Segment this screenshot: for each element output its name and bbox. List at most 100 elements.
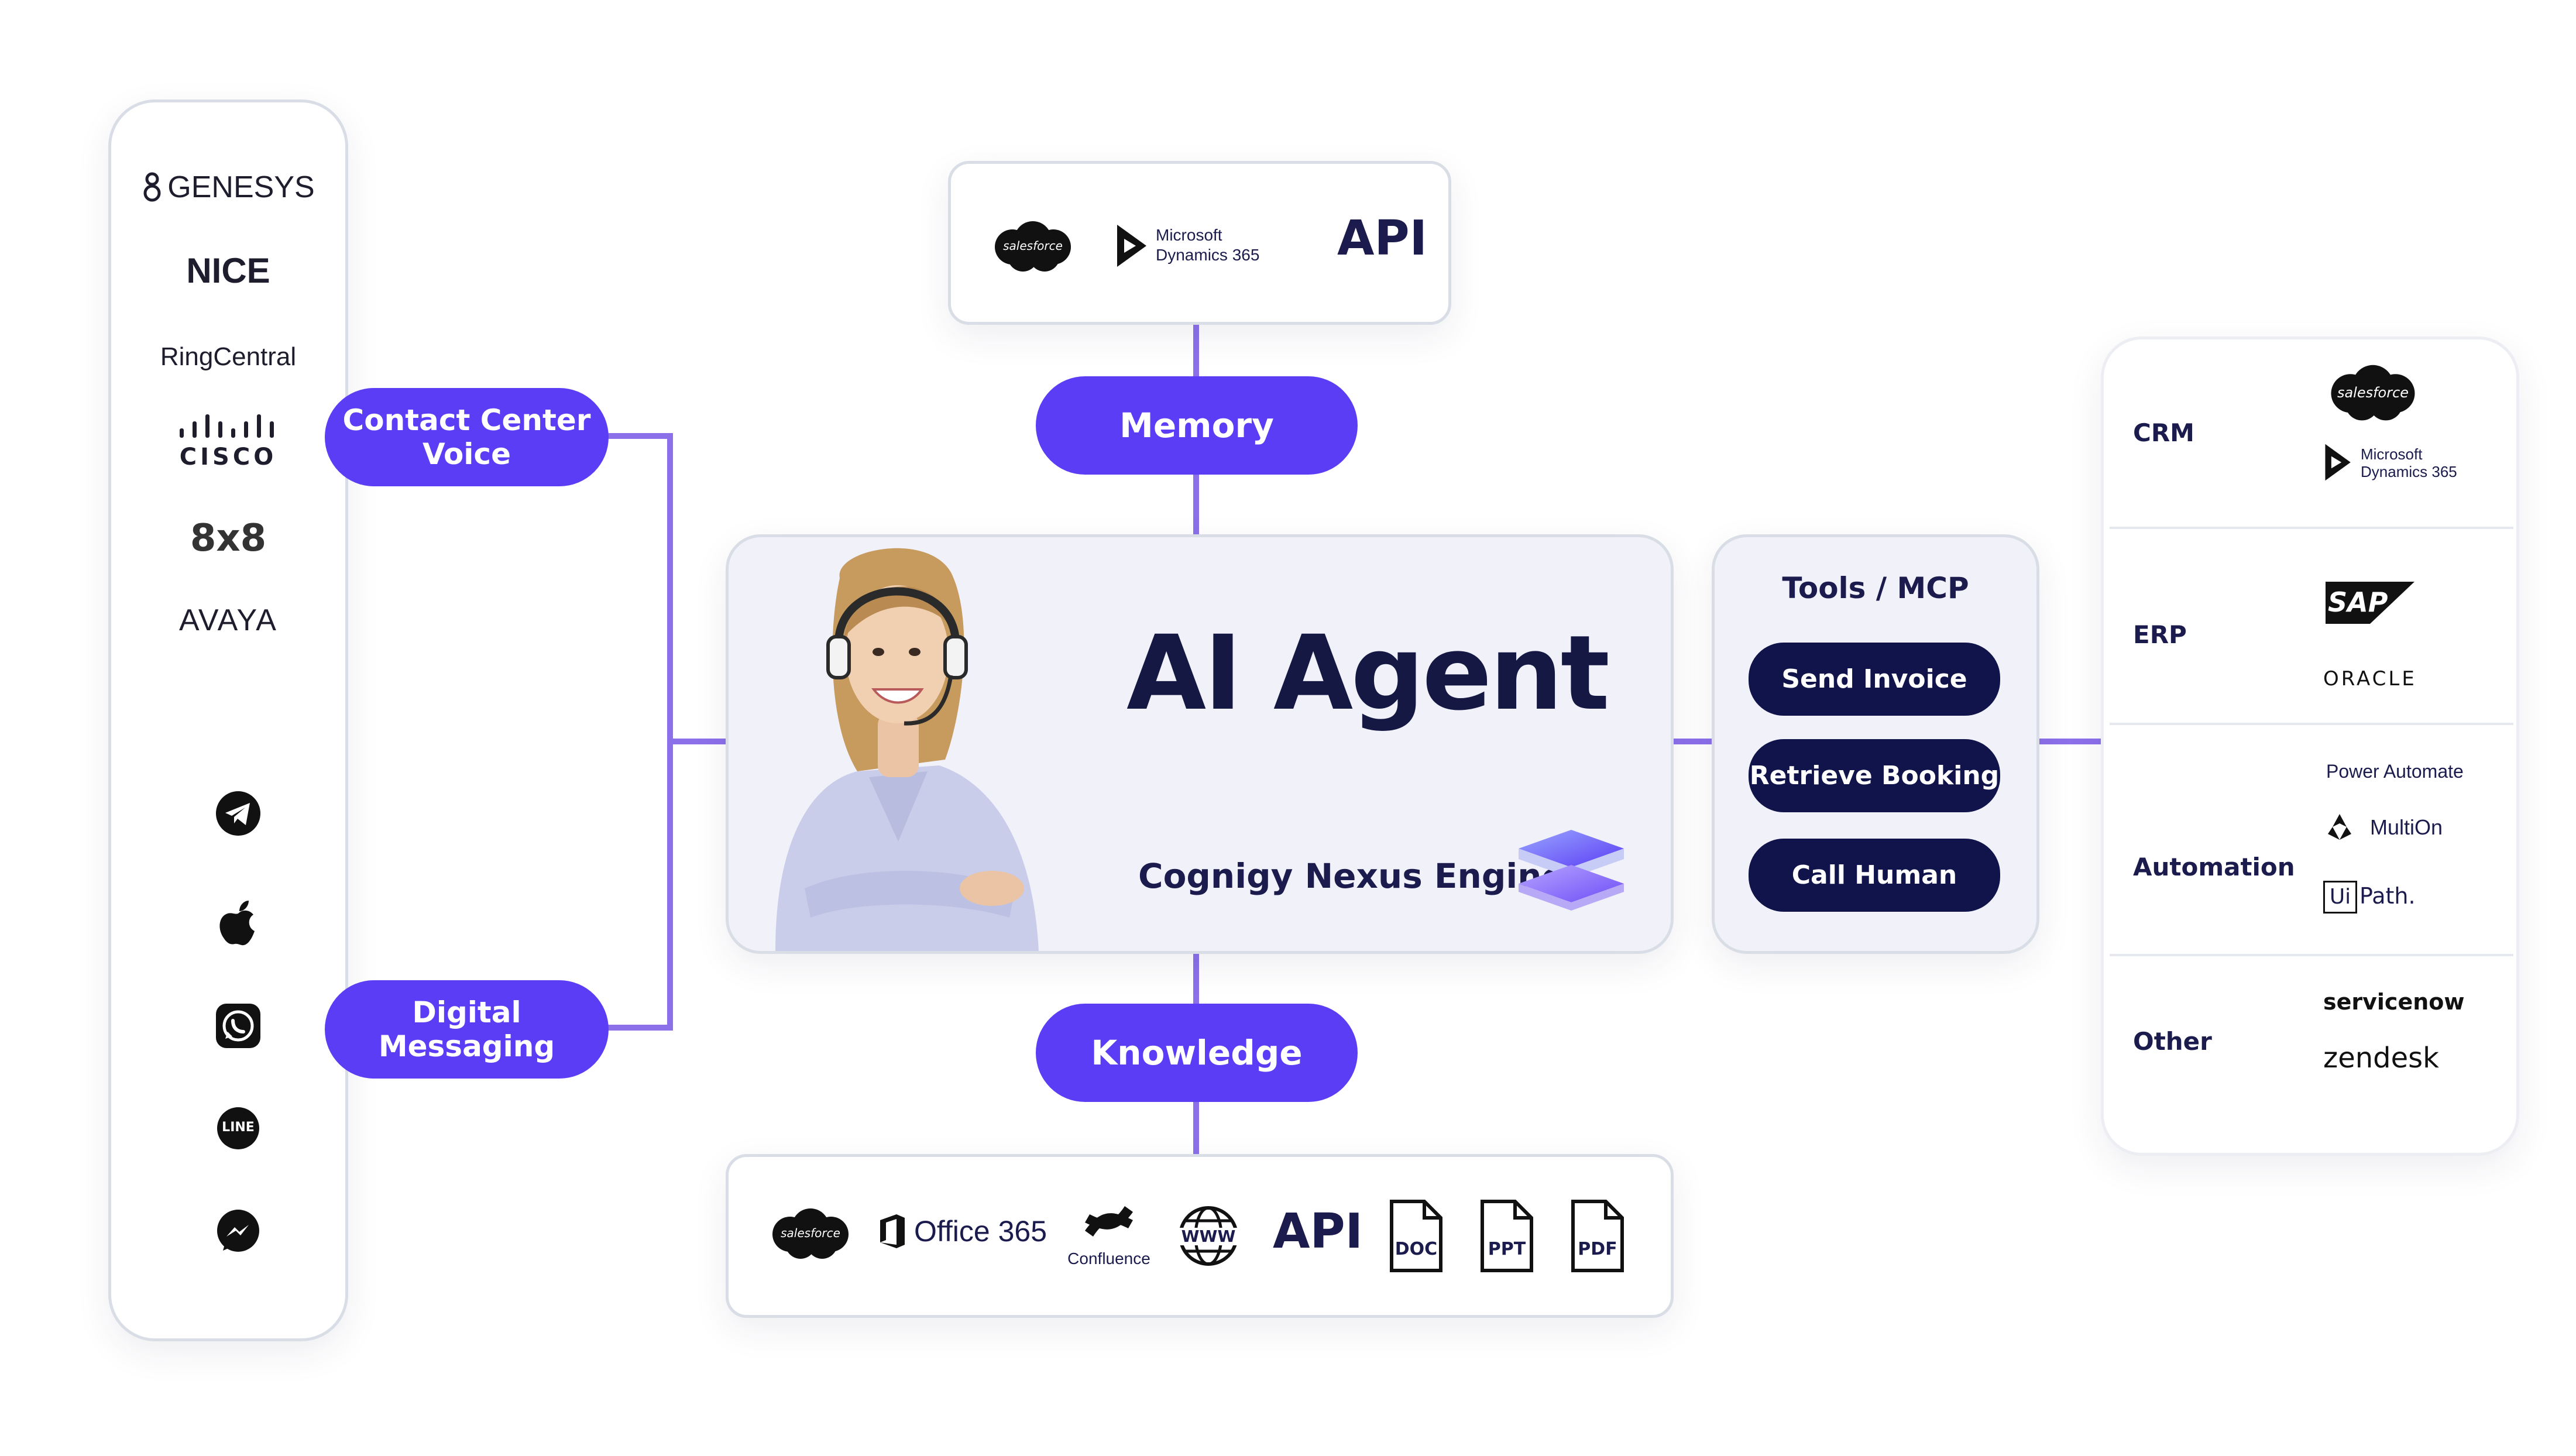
tools-title: Tools / MCP bbox=[1782, 571, 1969, 605]
retrieve-booking-label: Retrieve Booking bbox=[1749, 761, 2000, 791]
office-text: Office 365 bbox=[914, 1215, 1047, 1248]
ringcentral-text: RingCentral bbox=[160, 342, 297, 371]
knowledge-api-text: API bbox=[1273, 1204, 1363, 1259]
cisco-logo: CISCO bbox=[111, 404, 345, 480]
automation-label: Automation bbox=[2133, 853, 2295, 881]
cisco-text: CISCO bbox=[179, 444, 277, 471]
crm-ms-line1: Microsoft bbox=[2361, 445, 2423, 463]
platform-column: GENESYS NICE RingCentral CISCO 8x8 AVAY bbox=[108, 99, 348, 1341]
doc-file-icon: DOC bbox=[1387, 1198, 1445, 1274]
ringcentral-logo: RingCentral bbox=[111, 325, 345, 389]
salesforce-text: salesforce bbox=[1003, 239, 1063, 253]
crm-salesforce-logo: salesforce bbox=[2323, 360, 2423, 424]
voice-pill-line1: Contact Center bbox=[342, 403, 591, 437]
confluence-icon bbox=[1085, 1206, 1133, 1237]
doc-text: DOC bbox=[1395, 1239, 1438, 1259]
messenger-icon bbox=[215, 1208, 262, 1255]
uipath-path-text: Path. bbox=[2359, 883, 2416, 909]
memory-sources-panel: salesforce Microsoft Dynamics 365 API bbox=[948, 161, 1451, 325]
knowledge-sources-panel: salesforce Office 365 Confluence WWW API… bbox=[726, 1154, 1674, 1318]
erp-label: ERP bbox=[2133, 620, 2187, 649]
ms-line1: Microsoft bbox=[1156, 226, 1222, 244]
connector-knowledge-top bbox=[1193, 948, 1199, 1007]
www-icon: WWW bbox=[1176, 1201, 1241, 1271]
confluence-text: Confluence bbox=[1067, 1249, 1150, 1268]
digital-pill-line2: Messaging bbox=[378, 1029, 555, 1063]
separator-erp bbox=[2110, 723, 2513, 725]
connector-channels-agent bbox=[667, 739, 729, 744]
telegram-icon bbox=[215, 790, 262, 837]
retrieve-booking-button[interactable]: Retrieve Booking bbox=[1749, 739, 2000, 812]
power-automate-text: Power Automate bbox=[2326, 761, 2464, 782]
uipath-logo: Ui Path. bbox=[2323, 881, 2452, 916]
zendesk-text: zendesk bbox=[2323, 1042, 2439, 1074]
other-label: Other bbox=[2133, 1027, 2212, 1056]
salesforce-logo: salesforce bbox=[989, 217, 1077, 275]
call-human-button[interactable]: Call Human bbox=[1749, 839, 2000, 912]
knowledge-salesforce-logo: salesforce bbox=[767, 1204, 854, 1262]
whatsapp-icon bbox=[215, 1002, 262, 1049]
oracle-text: ORACLE bbox=[2323, 667, 2417, 691]
connector-knowledge-bottom bbox=[1193, 1099, 1199, 1158]
knowledge-label: Knowledge bbox=[1091, 1033, 1303, 1073]
cisco-bars-icon bbox=[180, 414, 274, 438]
nexus-engine-icon bbox=[1519, 830, 1624, 911]
multion-text: MultiOn bbox=[2370, 815, 2443, 839]
pdf-text: PDF bbox=[1578, 1239, 1617, 1259]
ms-dynamics-logo: Microsoft Dynamics 365 bbox=[1115, 222, 1284, 275]
apple-icon bbox=[215, 898, 262, 951]
avaya-text: AVAYA bbox=[179, 603, 277, 637]
tools-panel: Tools / MCP Send Invoice Retrieve Bookin… bbox=[1712, 534, 2039, 954]
crm-dynamics-icon bbox=[2325, 444, 2351, 481]
genesys-mark-icon bbox=[143, 172, 161, 202]
genesys-logo: GENESYS bbox=[111, 155, 345, 219]
send-invoice-label: Send Invoice bbox=[1781, 664, 1967, 694]
call-human-label: Call Human bbox=[1791, 860, 1957, 890]
separator-crm bbox=[2110, 527, 2513, 529]
contact-center-voice-pill[interactable]: Contact Center Voice bbox=[325, 388, 609, 486]
8x8-logo: 8x8 bbox=[111, 506, 345, 571]
connector-memory-bottom bbox=[1193, 471, 1199, 538]
nice-logo: NICE bbox=[111, 238, 345, 303]
8x8-text: 8x8 bbox=[190, 517, 267, 560]
digital-messaging-pill[interactable]: Digital Messaging bbox=[325, 980, 609, 1079]
integrations-panel: CRM salesforce Microsoft Dynamics 365 ER… bbox=[2101, 336, 2519, 1156]
ai-agent-title: AI Agent bbox=[1126, 613, 1610, 733]
connector-agent-tools bbox=[1668, 739, 1715, 744]
ppt-file-icon: PPT bbox=[1478, 1198, 1536, 1274]
ms-line2: Dynamics 365 bbox=[1156, 246, 1260, 264]
crm-ms-line2: Dynamics 365 bbox=[2361, 463, 2457, 480]
voice-pill-line2: Voice bbox=[422, 437, 511, 471]
www-text: WWW bbox=[1181, 1227, 1236, 1246]
avaya-logo: AVAYA bbox=[111, 588, 345, 653]
crm-label: CRM bbox=[2133, 418, 2194, 447]
confluence-logo: Confluence bbox=[1062, 1198, 1156, 1280]
office-icon bbox=[880, 1214, 905, 1248]
send-invoice-button[interactable]: Send Invoice bbox=[1749, 643, 2000, 716]
ppt-text: PPT bbox=[1488, 1239, 1526, 1259]
connector-digital-h bbox=[606, 1025, 670, 1031]
office365-logo: Office 365 bbox=[878, 1210, 1047, 1256]
crm-salesforce-text: salesforce bbox=[2337, 384, 2409, 401]
memory-label: Memory bbox=[1119, 406, 1274, 445]
memory-pill[interactable]: Memory bbox=[1036, 376, 1358, 475]
multion-icon bbox=[2328, 814, 2351, 840]
uipath-ui-text: Ui bbox=[2323, 881, 2357, 914]
pdf-file-icon: PDF bbox=[1568, 1198, 1627, 1274]
digital-pill-line1: Digital bbox=[412, 995, 521, 1029]
agent-person-illustration bbox=[775, 548, 1039, 951]
line-icon: LINE bbox=[215, 1106, 262, 1153]
knowledge-salesforce-text: salesforce bbox=[781, 1226, 840, 1240]
genesys-text: GENESYS bbox=[167, 170, 315, 204]
knowledge-pill[interactable]: Knowledge bbox=[1036, 1004, 1358, 1102]
connector-memory-top bbox=[1193, 321, 1199, 379]
nice-text: NICE bbox=[186, 250, 270, 290]
multion-logo: MultiOn bbox=[2323, 811, 2499, 846]
sap-logo: SAP bbox=[2323, 579, 2417, 626]
connector-tools-integrations bbox=[2034, 739, 2101, 744]
engine-label: Cognigy Nexus Engine bbox=[1138, 856, 1565, 896]
line-badge-text: LINE bbox=[222, 1120, 255, 1135]
connector-voice-h bbox=[606, 433, 670, 439]
connector-channels-v bbox=[667, 433, 673, 1031]
memory-api-text: API bbox=[1337, 211, 1428, 266]
